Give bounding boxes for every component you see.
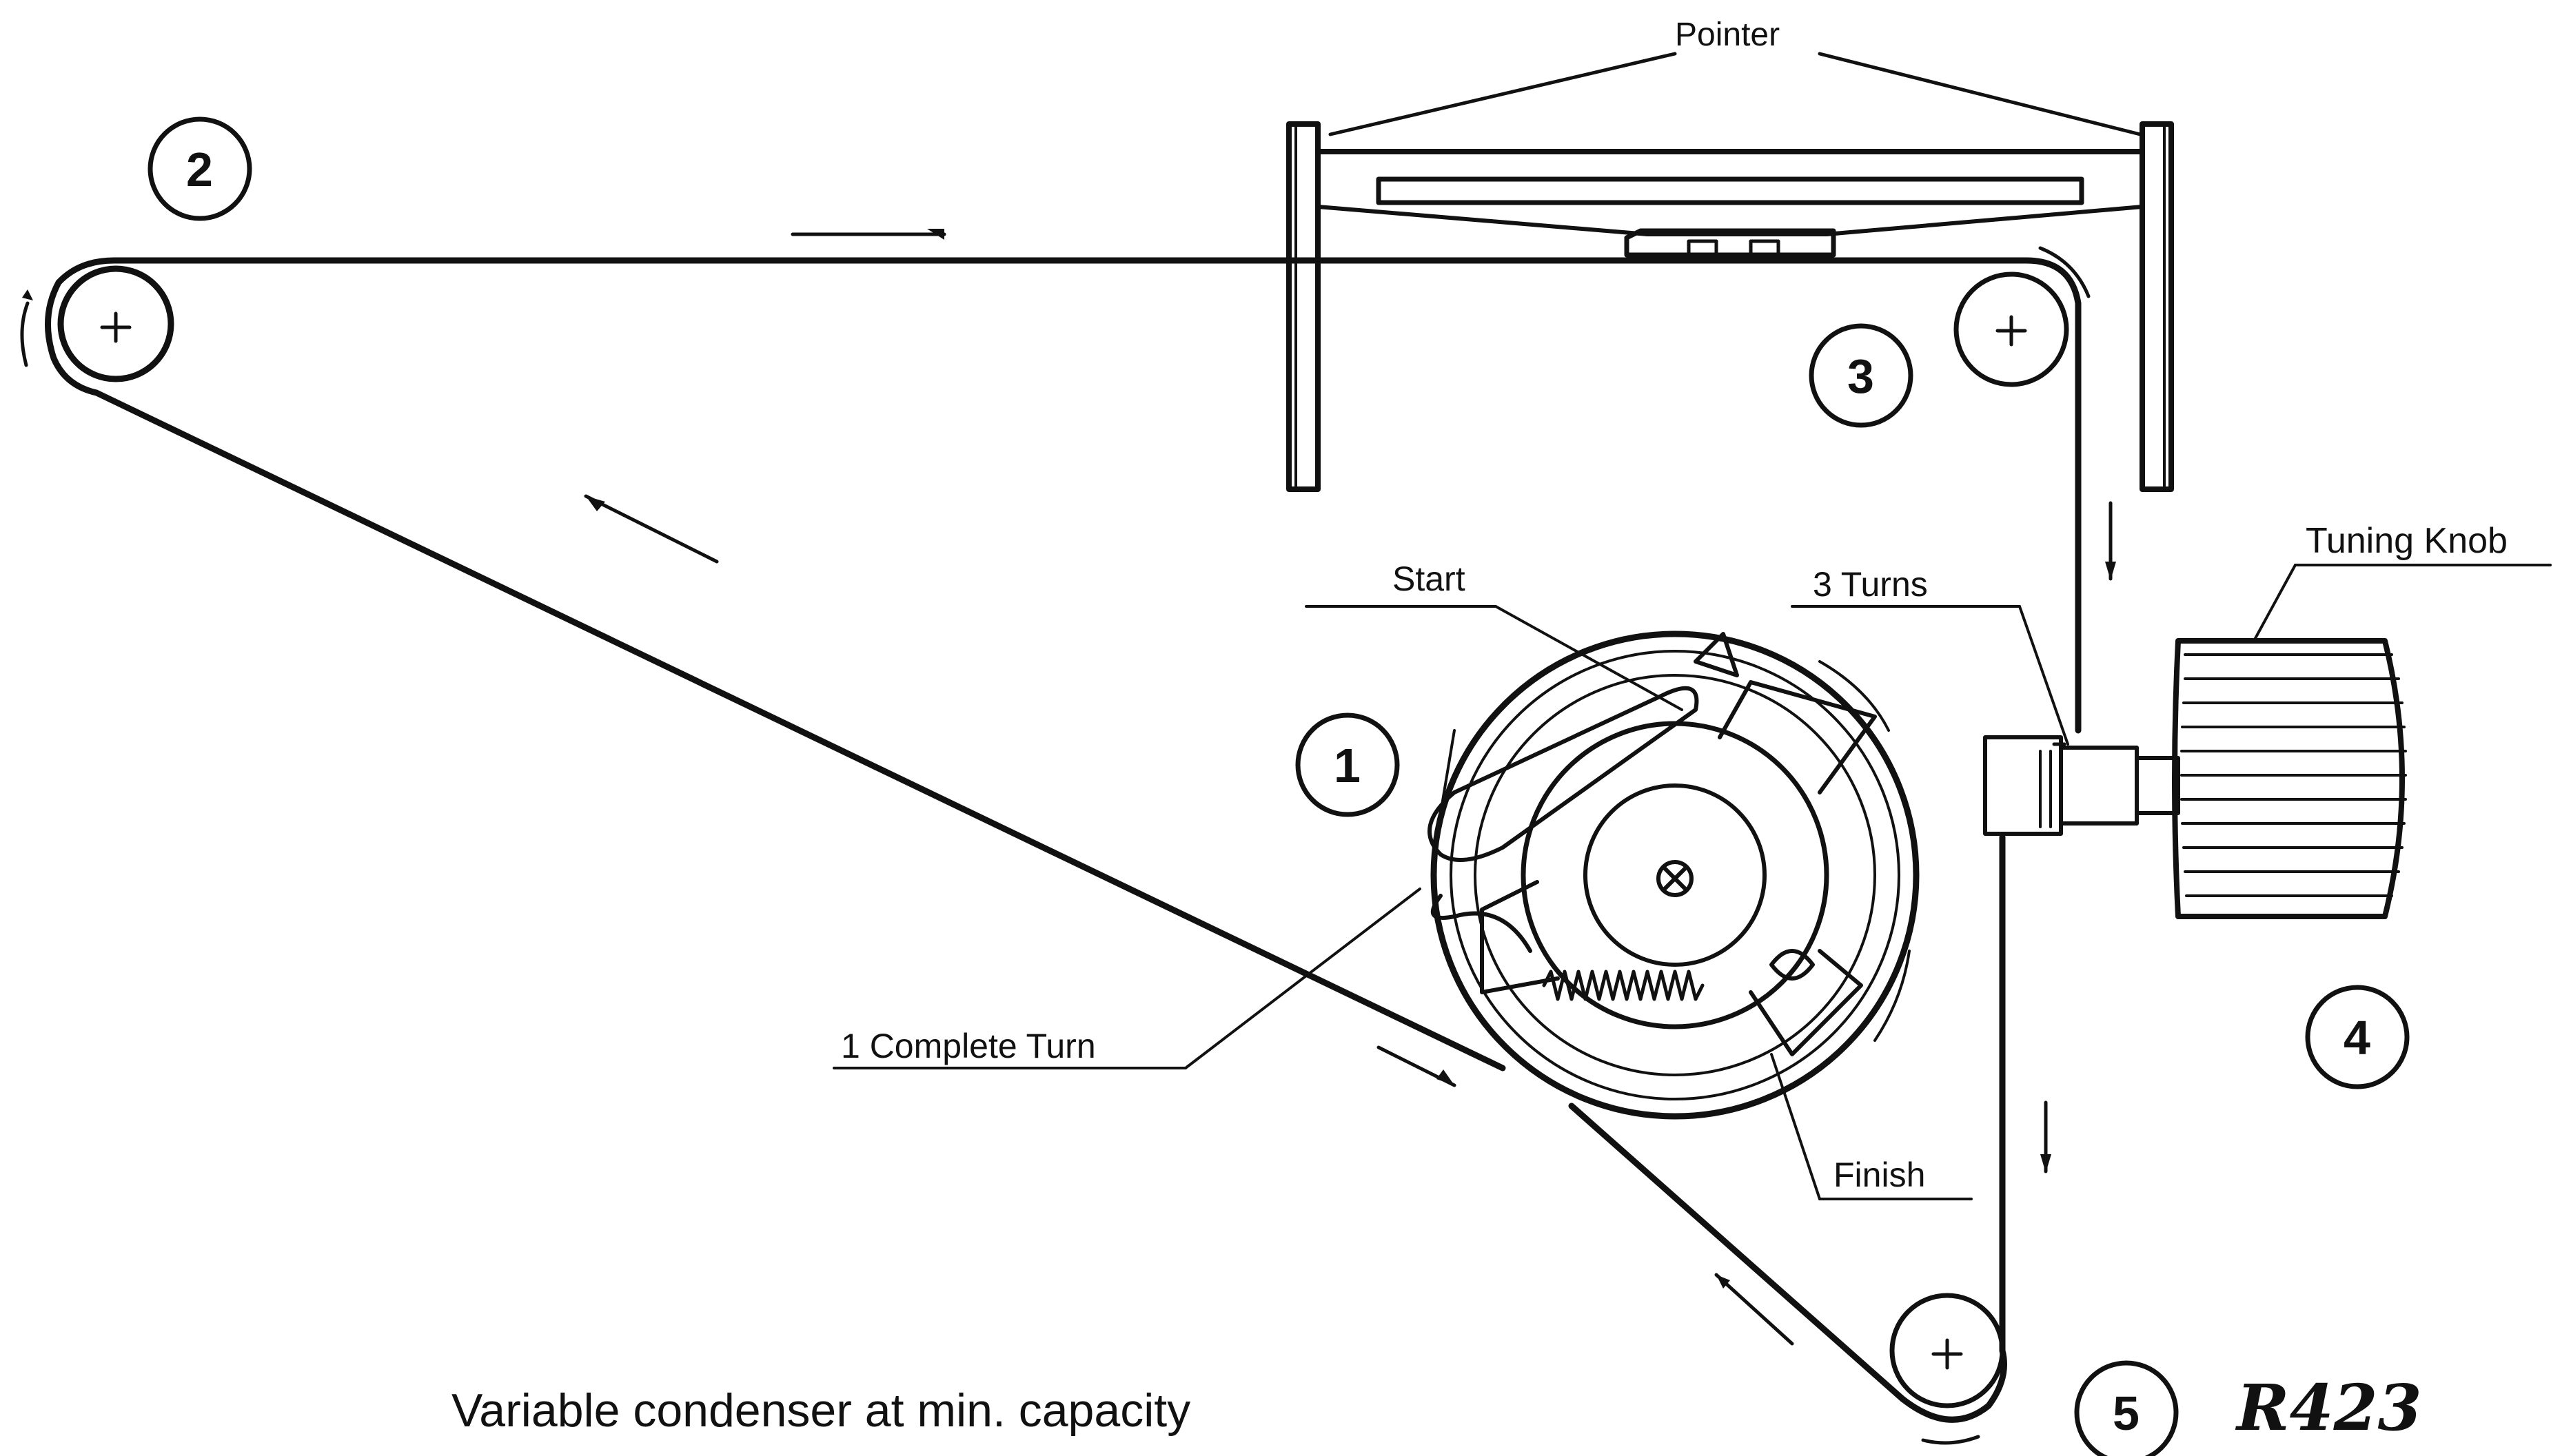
callout-2-number: 2 [186, 143, 213, 196]
label-tuning-knob: Tuning Knob [2306, 521, 2508, 561]
pulley-2 [20, 265, 174, 382]
pulley-3 [1953, 246, 2091, 387]
callout-1-number: 1 [1334, 739, 1361, 792]
direction-arrows [584, 229, 2116, 1346]
pulley-5 [1889, 1293, 2005, 1445]
callout-5: 5 [2074, 1360, 2179, 1456]
condenser-drum [1427, 630, 1920, 1120]
callout-4: 4 [2305, 985, 2410, 1089]
leader-lines [833, 52, 2552, 1200]
callout-2: 2 [148, 116, 252, 221]
tuning-knob [2172, 638, 2407, 919]
callout-3-number: 3 [1847, 349, 1874, 403]
cross-screw-icon [1656, 860, 1694, 897]
plus-icon [1931, 1338, 1963, 1370]
label-start: Start [1392, 560, 1465, 598]
plus-icon [1995, 315, 2027, 347]
dial-cord [45, 257, 2082, 1423]
label-finish: Finish [1833, 1156, 1925, 1194]
pointer-assembly [1286, 121, 2174, 492]
label-three-turns: 3 Turns [1813, 565, 1928, 604]
callout-3: 3 [1809, 323, 1913, 428]
callout-1: 1 [1295, 712, 1400, 817]
reference-code: R423 [2235, 1371, 2422, 1445]
label-pointer: Pointer [1675, 17, 1780, 53]
plus-icon [100, 311, 132, 343]
callout-5-number: 5 [2113, 1386, 2140, 1440]
tuning-knob-assembly [1983, 638, 2407, 919]
diagram-caption: Variable condenser at min. capacity [451, 1384, 1190, 1437]
label-one-complete-turn: 1 Complete Turn [841, 1027, 1096, 1065]
callout-4-number: 4 [2344, 1011, 2370, 1065]
rotation-arrow-icon [22, 289, 33, 300]
